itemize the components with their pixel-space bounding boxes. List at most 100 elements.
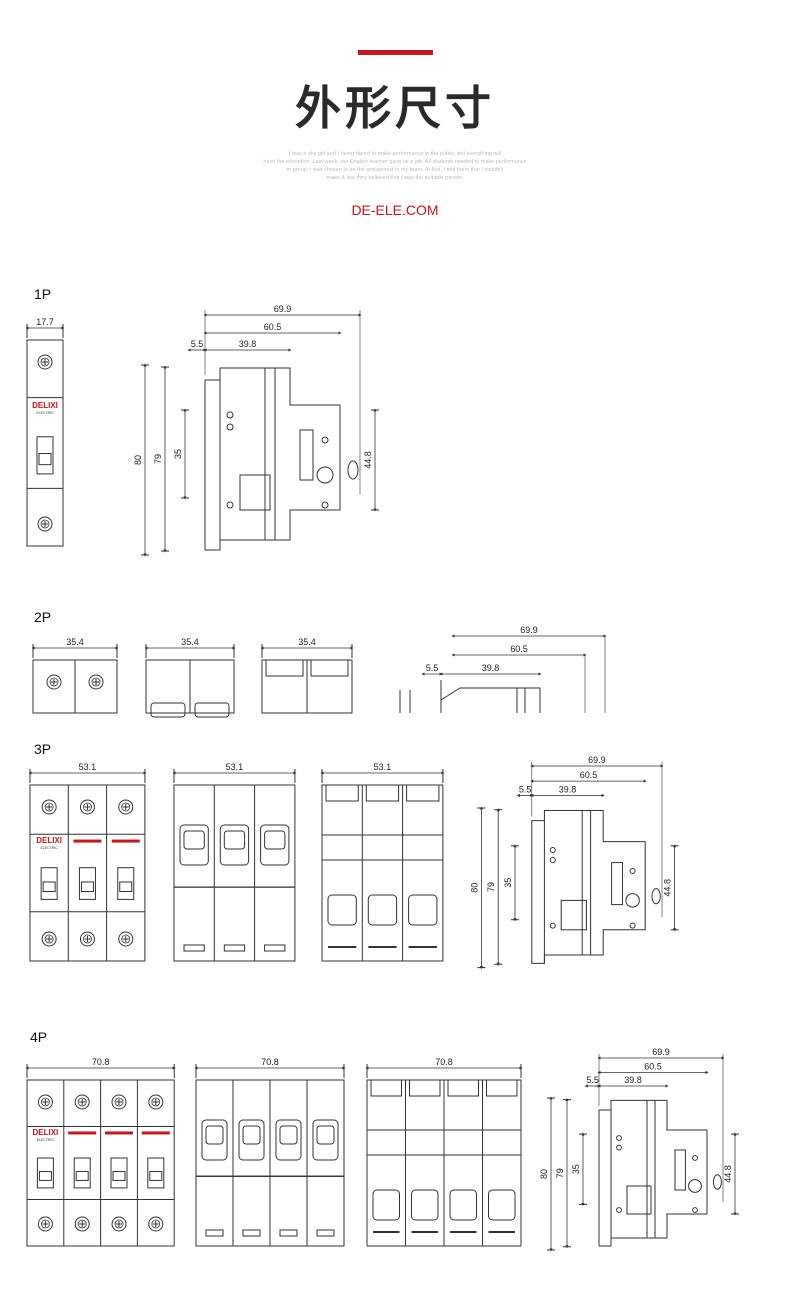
fine-text-line: in group. I was chosen to be the protago… (286, 167, 504, 173)
toggle-knob (712, 1174, 722, 1190)
width-dimension: 70.8 (261, 1057, 279, 1067)
screw-icon (79, 799, 95, 815)
terminal-window (367, 894, 398, 926)
fine-text-line: have the exception. Last week, our Engli… (263, 159, 527, 165)
height-dimension-35: 35 (173, 449, 183, 459)
screw-icon (148, 1094, 164, 1110)
screw-icon (37, 354, 53, 370)
terminal-foot (316, 1229, 335, 1237)
red-indicator-bar (141, 1131, 170, 1135)
screw-icon (111, 1094, 127, 1110)
breaker-side-outline (598, 1099, 708, 1247)
depth-dimension-5-5: 5.5 (191, 339, 204, 349)
toggle-knob (347, 460, 359, 480)
height-dimension-80: 80 (133, 455, 143, 465)
toggle-handle (36, 436, 54, 475)
height-dimension-79: 79 (153, 454, 163, 464)
depth-dimension-60-5: 60.5 (580, 770, 598, 780)
toggle-pivot (625, 893, 640, 908)
brand-logo-text: DELIXI (36, 836, 62, 845)
width-dimension: 53.1 (226, 762, 244, 772)
screw-icon (74, 1094, 90, 1110)
breaker-front-outline (26, 339, 64, 547)
terminal-window (327, 894, 357, 926)
toggle-pivot (316, 466, 334, 484)
terminal-window (201, 1119, 228, 1161)
height-dimension-79: 79 (555, 1168, 565, 1178)
screw-icon (83, 802, 92, 812)
label-plate (299, 429, 314, 481)
width-dimension: 17.7 (36, 317, 54, 327)
terminal-window (408, 894, 438, 926)
screw-icon (46, 674, 62, 690)
terminal-window (260, 824, 290, 866)
depth-dimension-69-9: 69.9 (588, 755, 606, 765)
height-dimension-80: 80 (469, 883, 479, 893)
terminal-window (312, 1119, 339, 1161)
terminal-cap (447, 1079, 479, 1097)
toggle-lever (112, 1170, 126, 1181)
screw-icon (91, 677, 101, 687)
terminal-window (411, 1189, 439, 1221)
red-indicator-bar (73, 839, 102, 843)
breaker-top-outline (321, 784, 444, 962)
width-dimension: 70.8 (92, 1057, 110, 1067)
screw-icon (88, 674, 104, 690)
terminal-window-inner (183, 830, 205, 850)
terminal-foot (242, 1229, 261, 1237)
section-label-4p: 4P (30, 1029, 48, 1045)
terminal-cap (365, 784, 400, 802)
screw-icon (79, 931, 95, 947)
section-label-2p: 2P (34, 609, 52, 625)
screw-icon (151, 1097, 161, 1107)
screw-icon (37, 1216, 53, 1232)
width-dimension: 35.4 (181, 637, 199, 647)
rivet-icon (616, 1135, 622, 1141)
toggle-lever (38, 453, 52, 466)
screw-icon (41, 799, 57, 815)
depth-dimension-69-9: 69.9 (520, 625, 538, 635)
terminal-foot (264, 944, 286, 952)
screw-icon (44, 802, 54, 812)
toggle-lever (119, 881, 133, 892)
width-dimension: 35.4 (66, 637, 84, 647)
width-dimension: 70.8 (435, 1057, 453, 1067)
toggle-lever (42, 881, 56, 892)
width-dimension: 53.1 (374, 762, 392, 772)
terminal-window (179, 824, 209, 866)
terminal-window (238, 1119, 265, 1161)
terminal-clamp (626, 1185, 652, 1215)
height-dimension-80: 80 (539, 1169, 549, 1179)
terminal-foot (223, 944, 246, 952)
rivet-icon (226, 423, 234, 431)
depth-dimension-39-8: 39.8 (482, 663, 500, 673)
screw-icon (121, 934, 131, 944)
depth-dimension-69-9: 69.9 (652, 1047, 670, 1057)
toggle-knob (651, 888, 661, 905)
height-dimension-44-8: 44.8 (723, 1165, 733, 1183)
terminal-foot (279, 1229, 298, 1237)
screw-icon (40, 519, 50, 529)
width-dimension: 53.1 (79, 762, 97, 772)
terminal-window-inner (223, 830, 246, 850)
toggle-handle (73, 1157, 91, 1189)
website-label: DE-ELE.COM (351, 202, 439, 218)
terminal-window-inner (279, 1125, 298, 1145)
rivet-icon (549, 857, 556, 864)
terminal-foot (183, 944, 205, 952)
terminal-cap (325, 784, 359, 802)
section-label-3p: 3P (34, 741, 52, 757)
terminal-window (372, 1189, 400, 1221)
breaker-top-outline (173, 784, 296, 962)
screw-icon (118, 931, 134, 947)
terminal-clamp (560, 899, 587, 931)
toggle-lever (75, 1170, 89, 1181)
rivet-icon (321, 501, 329, 509)
screw-icon (151, 1219, 161, 1229)
toggle-handle (78, 867, 96, 900)
height-dimension-44-8: 44.8 (363, 451, 373, 469)
terminal-cap (310, 659, 349, 677)
terminal-cap (406, 784, 440, 802)
breaker-front-outline (29, 784, 146, 962)
rivet-icon (549, 922, 556, 929)
